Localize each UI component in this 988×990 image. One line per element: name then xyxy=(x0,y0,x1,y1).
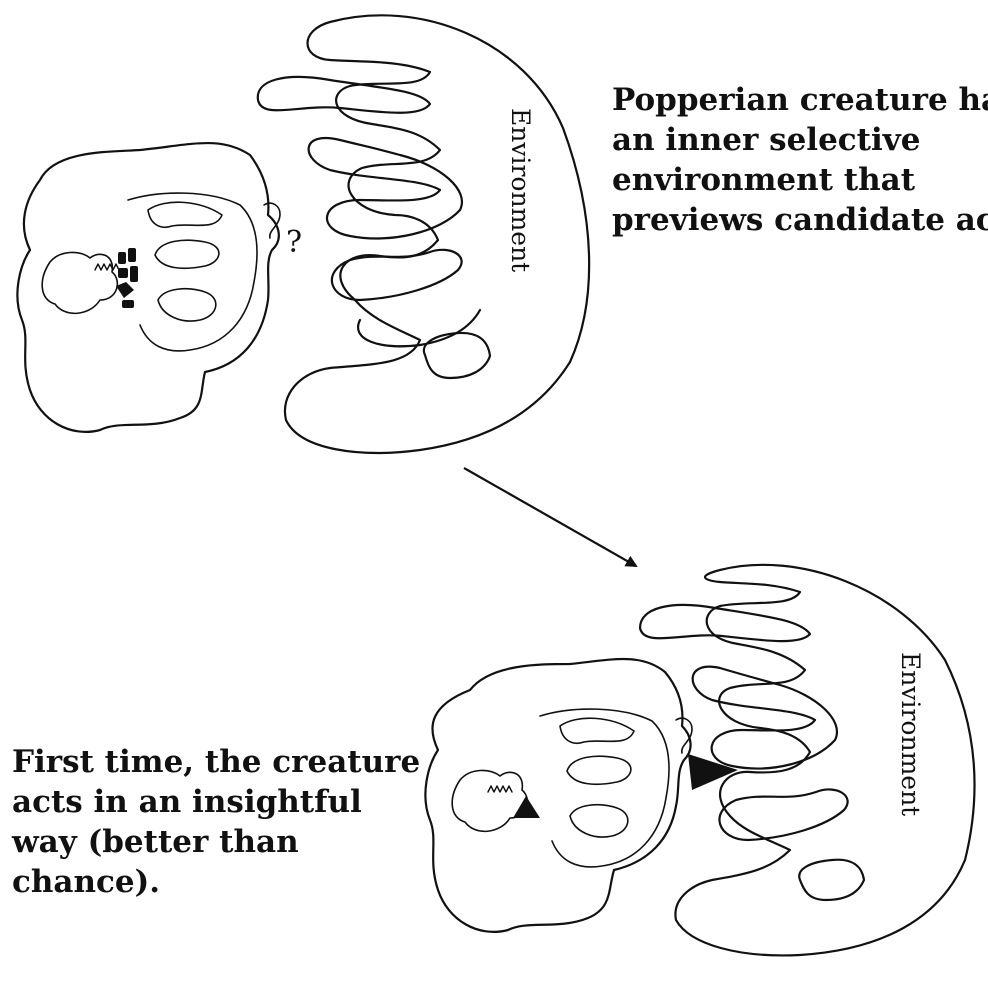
question-mark: ? xyxy=(286,225,302,260)
top-inner-blob xyxy=(42,252,117,313)
top-wiggle xyxy=(95,264,119,270)
bottom-environment-shape xyxy=(675,565,974,956)
top-caption-line: environment that xyxy=(612,160,988,200)
bottom-env-lobe-3 xyxy=(719,789,847,840)
bottom-environment-label: Environment xyxy=(896,652,925,816)
bottom-caption-line: chance). xyxy=(12,862,420,902)
bottom-caption-line: First time, the creature xyxy=(12,742,420,782)
top-environment-label: Environment xyxy=(506,108,535,272)
outer-chosen-act-triangle xyxy=(688,754,738,790)
inner-chosen-act-triangle xyxy=(513,796,540,818)
top-candidate-symbols xyxy=(116,248,138,308)
top-inner-lobe-2 xyxy=(155,240,219,268)
top-env-corner xyxy=(424,333,490,378)
transition-arrow xyxy=(464,468,636,566)
bottom-inner-environment xyxy=(540,709,669,867)
top-caption-line: an inner selective xyxy=(612,120,988,160)
top-caption-line: Popperian creature has xyxy=(612,80,988,120)
bottom-inner-blob xyxy=(452,770,527,831)
top-panel xyxy=(17,15,589,453)
top-env-lobe-2 xyxy=(309,138,462,238)
top-env-lobe-3 xyxy=(332,250,462,300)
bottom-env-lobe-1 xyxy=(640,605,810,641)
top-caption-line: previews candidate acts. xyxy=(612,200,988,240)
top-inner-lobe-3 xyxy=(158,289,216,321)
bottom-caption-line: way (better than xyxy=(12,822,420,862)
top-inner-lobe-1 xyxy=(148,202,222,227)
top-creature-body xyxy=(17,143,278,432)
bottom-inner-lobe-3 xyxy=(570,805,628,837)
bottom-inner-lobe-2 xyxy=(567,756,631,784)
bottom-wiggle xyxy=(488,786,512,792)
top-inner-environment xyxy=(128,193,257,351)
bottom-env-corner xyxy=(799,860,864,900)
top-caption: Popperian creature has an inner selectiv… xyxy=(612,80,988,240)
bottom-caption-line: acts in an insightful xyxy=(12,782,420,822)
bottom-inner-lobe-1 xyxy=(560,718,634,743)
bottom-caption: First time, the creature acts in an insi… xyxy=(12,742,420,902)
bottom-creature-body xyxy=(425,659,690,932)
bottom-env-lobe-2 xyxy=(693,667,837,769)
